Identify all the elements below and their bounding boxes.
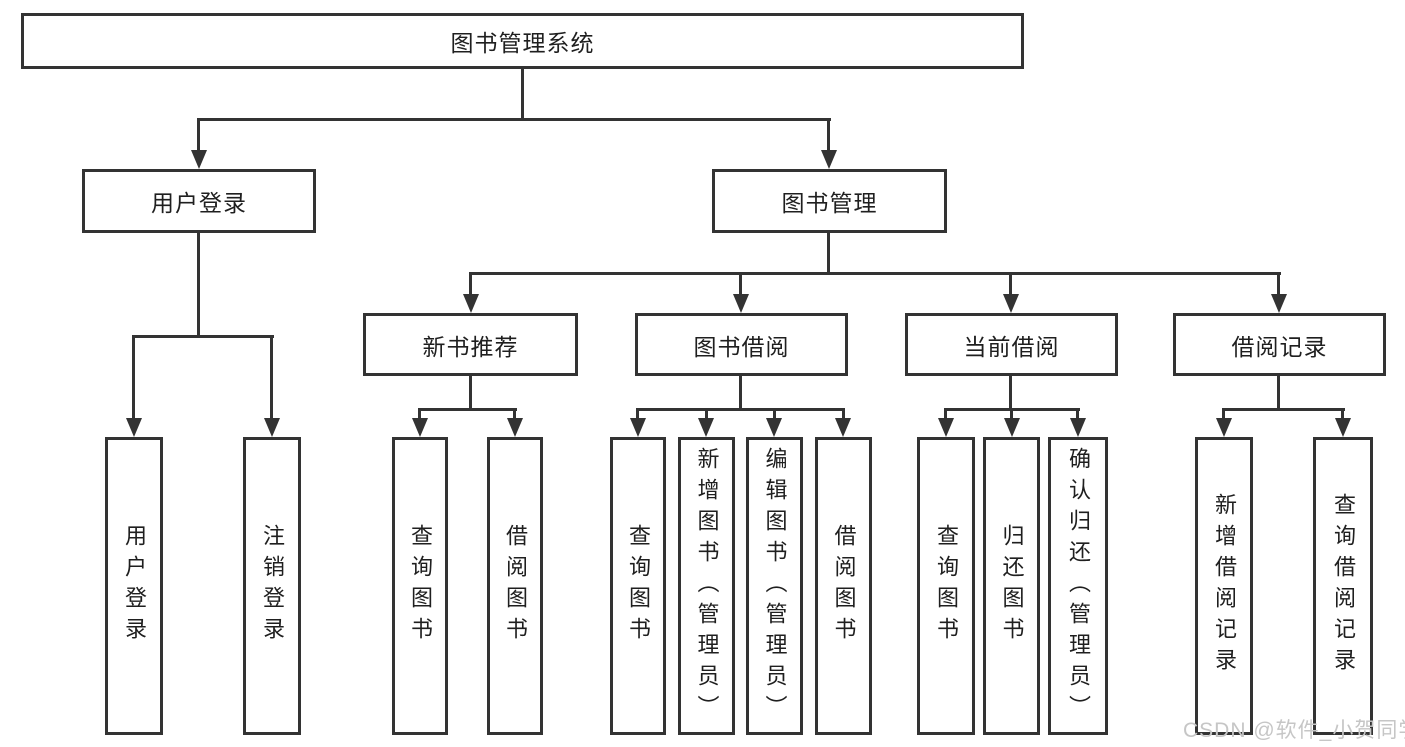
arrow-down-icon (412, 418, 428, 437)
node-label: 借阅图书 (503, 524, 528, 648)
node-label: 当前借阅 (963, 333, 1060, 360)
node-label: 用户登录 (122, 524, 147, 648)
leaf-add-borrow-record: 新增借阅记录 (1195, 437, 1253, 735)
arrow-down-icon (698, 418, 714, 437)
node-book-borrowing: 图书借阅 (635, 313, 848, 376)
node-label: 新书推荐 (422, 333, 519, 360)
arrow-down-icon (507, 418, 523, 437)
connector-line (270, 335, 273, 427)
node-label: 借阅记录 (1231, 333, 1328, 360)
leaf-edit-books-admin: 编辑图书（管理员） (746, 437, 803, 735)
leaf-add-books-admin: 新增图书（管理员） (678, 437, 735, 735)
connector-line (197, 233, 200, 338)
connector-line (469, 272, 472, 302)
connector-line (739, 272, 742, 302)
connector-line (521, 68, 524, 120)
node-label: 查询图书 (626, 524, 651, 648)
leaf-query-borrow-record: 查询借阅记录 (1313, 437, 1373, 735)
node-label: 归还图书 (999, 524, 1025, 648)
arrow-down-icon (1003, 294, 1019, 313)
connector-line (470, 272, 1281, 275)
connector-line (197, 118, 200, 158)
node-label: 借阅图书 (831, 524, 857, 648)
node-user-login: 用户登录 (82, 169, 316, 233)
arrow-down-icon (1271, 294, 1287, 313)
arrow-down-icon (938, 418, 954, 437)
connector-line (469, 376, 472, 411)
arrow-down-icon (1216, 418, 1232, 437)
arrow-down-icon (1070, 418, 1086, 437)
leaf-confirm-return-admin: 确认归还（管理员） (1048, 437, 1108, 735)
connector-line (1223, 408, 1345, 411)
leaf-logout: 注销登录 (243, 437, 301, 735)
arrow-down-icon (835, 418, 851, 437)
node-new-book-recommendation: 新书推荐 (363, 313, 578, 376)
leaf-user-login: 用户登录 (105, 437, 163, 735)
node-label: 图书借阅 (693, 333, 790, 360)
connector-line (739, 376, 742, 411)
leaf-query-books-current: 查询图书 (917, 437, 975, 735)
node-label: 确认归还（管理员） (1066, 446, 1091, 726)
connector-line (1009, 376, 1012, 411)
connector-line (1277, 376, 1280, 411)
csdn-watermark: CSDN @软件_小贺同学 (1183, 719, 1405, 742)
connector-line (133, 335, 274, 338)
arrow-down-icon (821, 150, 837, 169)
connector-line (637, 408, 845, 411)
node-label: 编辑图书（管理员） (762, 446, 788, 726)
node-borrowing-records: 借阅记录 (1173, 313, 1386, 376)
arrow-down-icon (126, 418, 142, 437)
leaf-return-books: 归还图书 (983, 437, 1040, 735)
connector-line (827, 118, 830, 158)
arrow-down-icon (1004, 418, 1020, 437)
connector-line (132, 335, 135, 427)
node-label: 查询图书 (934, 524, 959, 648)
node-label: 新增借阅记录 (1212, 493, 1237, 679)
connector-line (419, 408, 517, 411)
connector-line (827, 233, 830, 275)
node-label: 图书管理系统 (450, 30, 595, 56)
arrow-down-icon (733, 294, 749, 313)
arrow-down-icon (264, 418, 280, 437)
leaf-borrow-books: 借阅图书 (815, 437, 872, 735)
arrow-down-icon (1335, 418, 1351, 437)
leaf-borrow-books-recommend: 借阅图书 (487, 437, 543, 735)
node-label: 新增图书（管理员） (694, 446, 720, 726)
node-library-management-system: 图书管理系统 (21, 13, 1024, 69)
connector-line (198, 118, 831, 121)
node-label: 注销登录 (260, 524, 285, 648)
leaf-query-books-borrow: 查询图书 (610, 437, 666, 735)
arrow-down-icon (766, 418, 782, 437)
connector-line (1009, 272, 1012, 302)
arrow-down-icon (191, 150, 207, 169)
node-label: 用户登录 (151, 190, 247, 216)
arrow-down-icon (630, 418, 646, 437)
node-current-borrowing: 当前借阅 (905, 313, 1118, 376)
node-label: 查询借阅记录 (1331, 493, 1356, 679)
leaf-query-books-recommend: 查询图书 (392, 437, 448, 735)
arrow-down-icon (463, 294, 479, 313)
node-book-management: 图书管理 (712, 169, 947, 233)
node-label: 查询图书 (408, 524, 433, 648)
node-label: 图书管理 (781, 190, 878, 216)
connector-line (1277, 272, 1280, 302)
